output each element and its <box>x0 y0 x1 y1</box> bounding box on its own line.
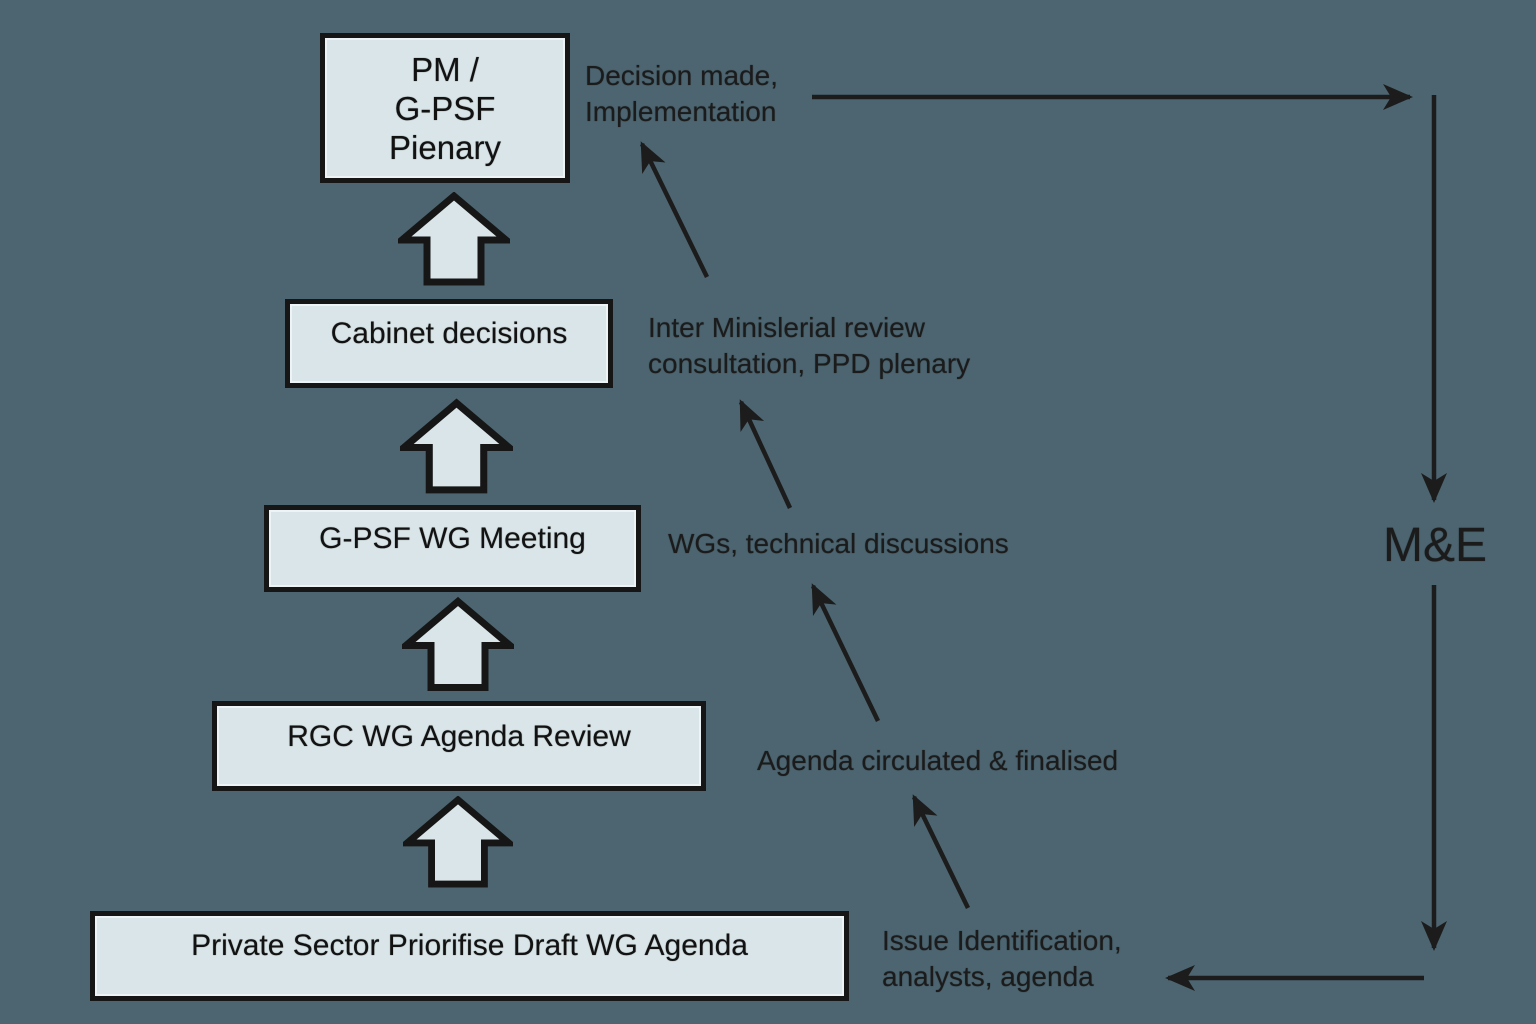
annotation-issue-identification: Issue Identification, analysts, agenda <box>882 923 1122 995</box>
box-label-line: Pienary <box>389 129 501 166</box>
arrow-interministerial-to-decision <box>639 141 710 278</box>
box-label-line: G-PSF <box>394 90 496 127</box>
box-cabinet-decisions: Cabinet decisions <box>285 299 613 388</box>
up-arrow-private-to-rgc-icon <box>403 796 513 888</box>
box-label-line: PM / <box>411 51 479 88</box>
arrow-wgs-to-interministerial <box>738 399 793 509</box>
box-private-sector-agenda: Private Sector Priorifise Draft WG Agend… <box>90 911 849 1001</box>
annotation-line: WGs, technical discussions <box>668 528 1009 559</box>
annotation-wgs-technical-discussions: WGs, technical discussions <box>668 526 1009 562</box>
arrow-issue-to-agenda <box>911 794 971 909</box>
annotation-line: analysts, agenda <box>882 961 1094 992</box>
annotation-line: Issue Identification, <box>882 925 1122 956</box>
box-label-line: RGC WG Agenda Review <box>287 720 631 753</box>
annotation-line: Agenda circulated & finalised <box>757 745 1119 776</box>
annotation-line: consultation, PPD plenary <box>648 348 971 379</box>
up-arrow-rgc-to-gpsf-icon <box>402 596 514 691</box>
annotation-line: Implementation <box>585 96 777 127</box>
me-label: M&E <box>1383 519 1488 572</box>
box-label-line: Cabinet decisions <box>330 317 568 350</box>
annotation-line: Inter Minislerial review <box>648 312 925 343</box>
annotation-agenda-circulated: Agenda circulated & finalised <box>757 743 1118 779</box>
up-arrow-gpsf-to-cabinet-icon <box>400 398 513 494</box>
box-label-line: Private Sector Priorifise Draft WG Agend… <box>191 929 748 962</box>
box-rgc-wg-agenda-review: RGC WG Agenda Review <box>212 701 706 791</box>
annotation-inter-ministerial-review: Inter Minislerial review consultation, P… <box>648 310 970 382</box>
box-label-line: G-PSF WG Meeting <box>319 522 586 555</box>
box-pm-gpsf-plenary: PM / G-PSF Pienary <box>320 33 570 183</box>
up-arrow-cabinet-to-pm-icon <box>398 192 510 286</box>
arrow-agenda-to-wgs <box>810 583 881 722</box>
box-gpsf-wg-meeting: G-PSF WG Meeting <box>264 505 641 592</box>
annotation-line: Decision made, <box>585 60 778 91</box>
annotation-decision-made: Decision made, Implementation <box>585 58 778 130</box>
